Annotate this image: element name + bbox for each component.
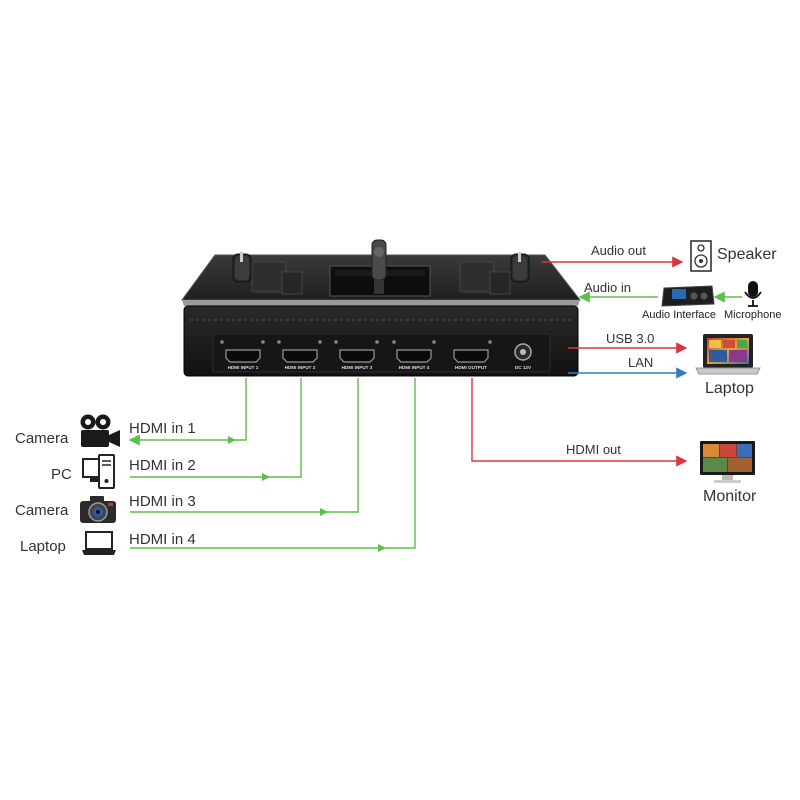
hdmi-out-label: HDMI out bbox=[566, 442, 621, 457]
hdmi-input-1-port[interactable]: HDMI INPUT 1 bbox=[220, 340, 265, 370]
monitor-label: Monitor bbox=[703, 488, 757, 505]
speaker-label: Speaker bbox=[717, 246, 777, 263]
microphone-label: Microphone bbox=[724, 309, 782, 321]
port-label: HDMI INPUT 3 bbox=[342, 365, 373, 370]
input-1-device-label: Camera bbox=[15, 430, 69, 447]
lan-label: LAN bbox=[628, 355, 654, 370]
port-label: HDMI INPUT 4 bbox=[399, 365, 430, 370]
port-label: HDMI INPUT 1 bbox=[228, 365, 259, 370]
hdmi-in-2-label: HDMI in 2 bbox=[129, 457, 196, 474]
hdmi-input-4-port[interactable]: HDMI INPUT 4 bbox=[392, 340, 436, 370]
audio-out-label: Audio out bbox=[591, 243, 646, 258]
input-4-device-label: Laptop bbox=[20, 538, 66, 555]
hdmi-in-1-line bbox=[128, 378, 247, 446]
desktop-pc-icon bbox=[82, 454, 115, 489]
usb-label: USB 3.0 bbox=[606, 331, 655, 346]
input-3-device-label: Camera bbox=[15, 502, 69, 519]
hdmi-output-port[interactable]: HDMI OUTPUT bbox=[453, 340, 492, 370]
audio-interface-label: Audio Interface bbox=[642, 309, 716, 321]
left-knob[interactable] bbox=[232, 252, 252, 283]
photo-camera-icon bbox=[80, 496, 116, 523]
hdmi-in-3-line bbox=[130, 378, 359, 513]
port-label: HDMI INPUT 2 bbox=[285, 365, 316, 370]
hdmi-input-3-port[interactable]: HDMI INPUT 3 bbox=[334, 340, 379, 370]
port-label: DC 12V bbox=[515, 365, 532, 370]
hdmi-in-3-label: HDMI in 3 bbox=[129, 493, 196, 510]
hdmi-in-1-label: HDMI in 1 bbox=[129, 420, 196, 437]
hdmi-in-2-line bbox=[130, 378, 302, 478]
hdmi-in-4-line bbox=[130, 378, 416, 549]
audio-interface-icon bbox=[661, 285, 715, 307]
input-2-device-label: PC bbox=[51, 466, 72, 483]
microphone-icon bbox=[744, 281, 762, 307]
audio-in-label: Audio in bbox=[584, 280, 631, 295]
laptop-output-label: Laptop bbox=[705, 380, 754, 397]
monitor-icon bbox=[700, 441, 755, 483]
laptop-icon bbox=[695, 334, 761, 375]
right-knob[interactable] bbox=[510, 252, 530, 283]
laptop-icon bbox=[82, 531, 116, 555]
speaker-icon bbox=[690, 240, 712, 272]
dc-12v-port[interactable]: DC 12V bbox=[514, 343, 532, 370]
hdmi-in-4-label: HDMI in 4 bbox=[129, 531, 196, 548]
video-camera-icon bbox=[80, 414, 120, 447]
hdmi-input-2-port[interactable]: HDMI INPUT 2 bbox=[277, 340, 322, 370]
hdmi-out-line bbox=[471, 378, 688, 467]
port-label: HDMI OUTPUT bbox=[455, 365, 487, 370]
